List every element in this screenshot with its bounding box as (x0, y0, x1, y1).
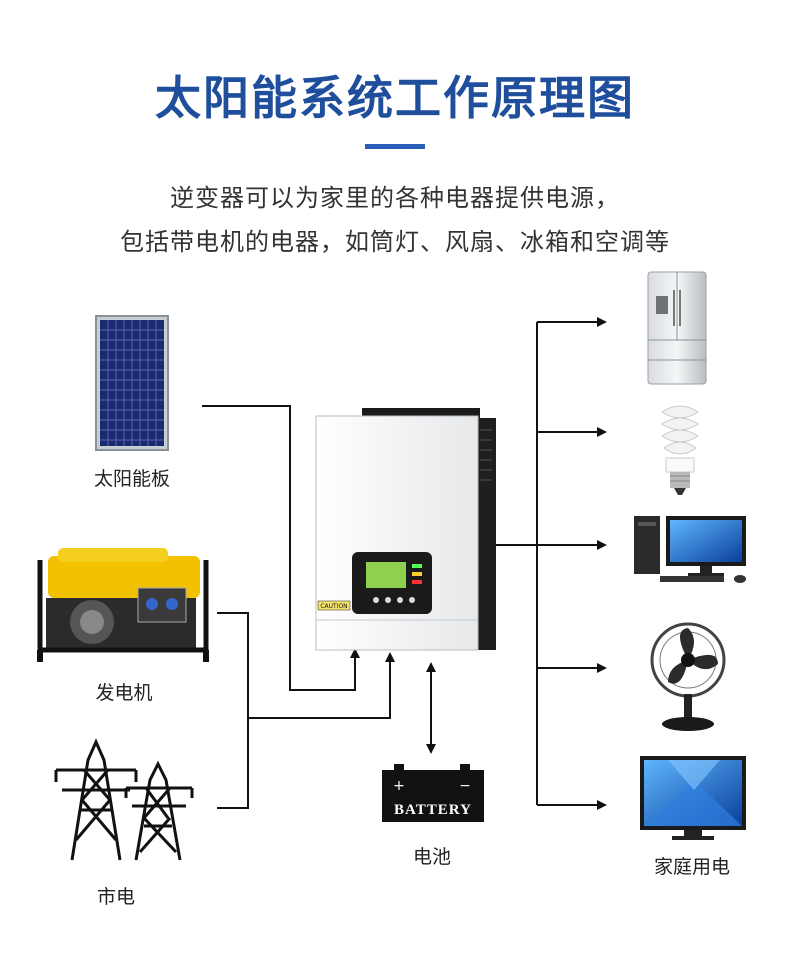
svg-text:+: + (393, 778, 405, 794)
generator-label: 发电机 (95, 682, 153, 704)
subtitle-line-2: 包括带电机的电器，如筒灯、风扇、冰箱和空调等 (120, 228, 670, 256)
connection-lines (202, 317, 607, 810)
generator-icon (37, 548, 209, 662)
refrigerator-icon (647, 271, 707, 385)
solar-panel-label: 太阳能板 (93, 468, 170, 490)
battery-label: 电池 (412, 846, 451, 868)
computer-icon (634, 516, 746, 583)
solar-line (202, 405, 360, 691)
battery-icon-text: BATTERY (394, 802, 472, 818)
tv-icon (640, 756, 746, 840)
subtitle-line-1: 逆变器可以为家里的各种电器提供电源， (170, 184, 620, 212)
caution-label: CAUTION (320, 603, 347, 610)
title-underline (365, 144, 425, 149)
fan-icon (650, 622, 726, 731)
svg-text:−: − (459, 778, 471, 794)
gen-grid-bracket (217, 612, 249, 809)
household-load-label: 家庭用电 (653, 856, 730, 878)
gen-grid-line (248, 652, 395, 719)
page-title: 太阳能系统工作原理图 (155, 71, 635, 125)
inverter-lcd (366, 562, 406, 588)
power-tower-icon (54, 738, 194, 861)
battery-icon: + − BATTERY (382, 764, 484, 822)
inverter-icon: CAUTION (315, 408, 496, 651)
bulb-icon (661, 405, 699, 495)
solar-panel-icon (95, 315, 169, 451)
grid-label: 市电 (96, 886, 135, 908)
